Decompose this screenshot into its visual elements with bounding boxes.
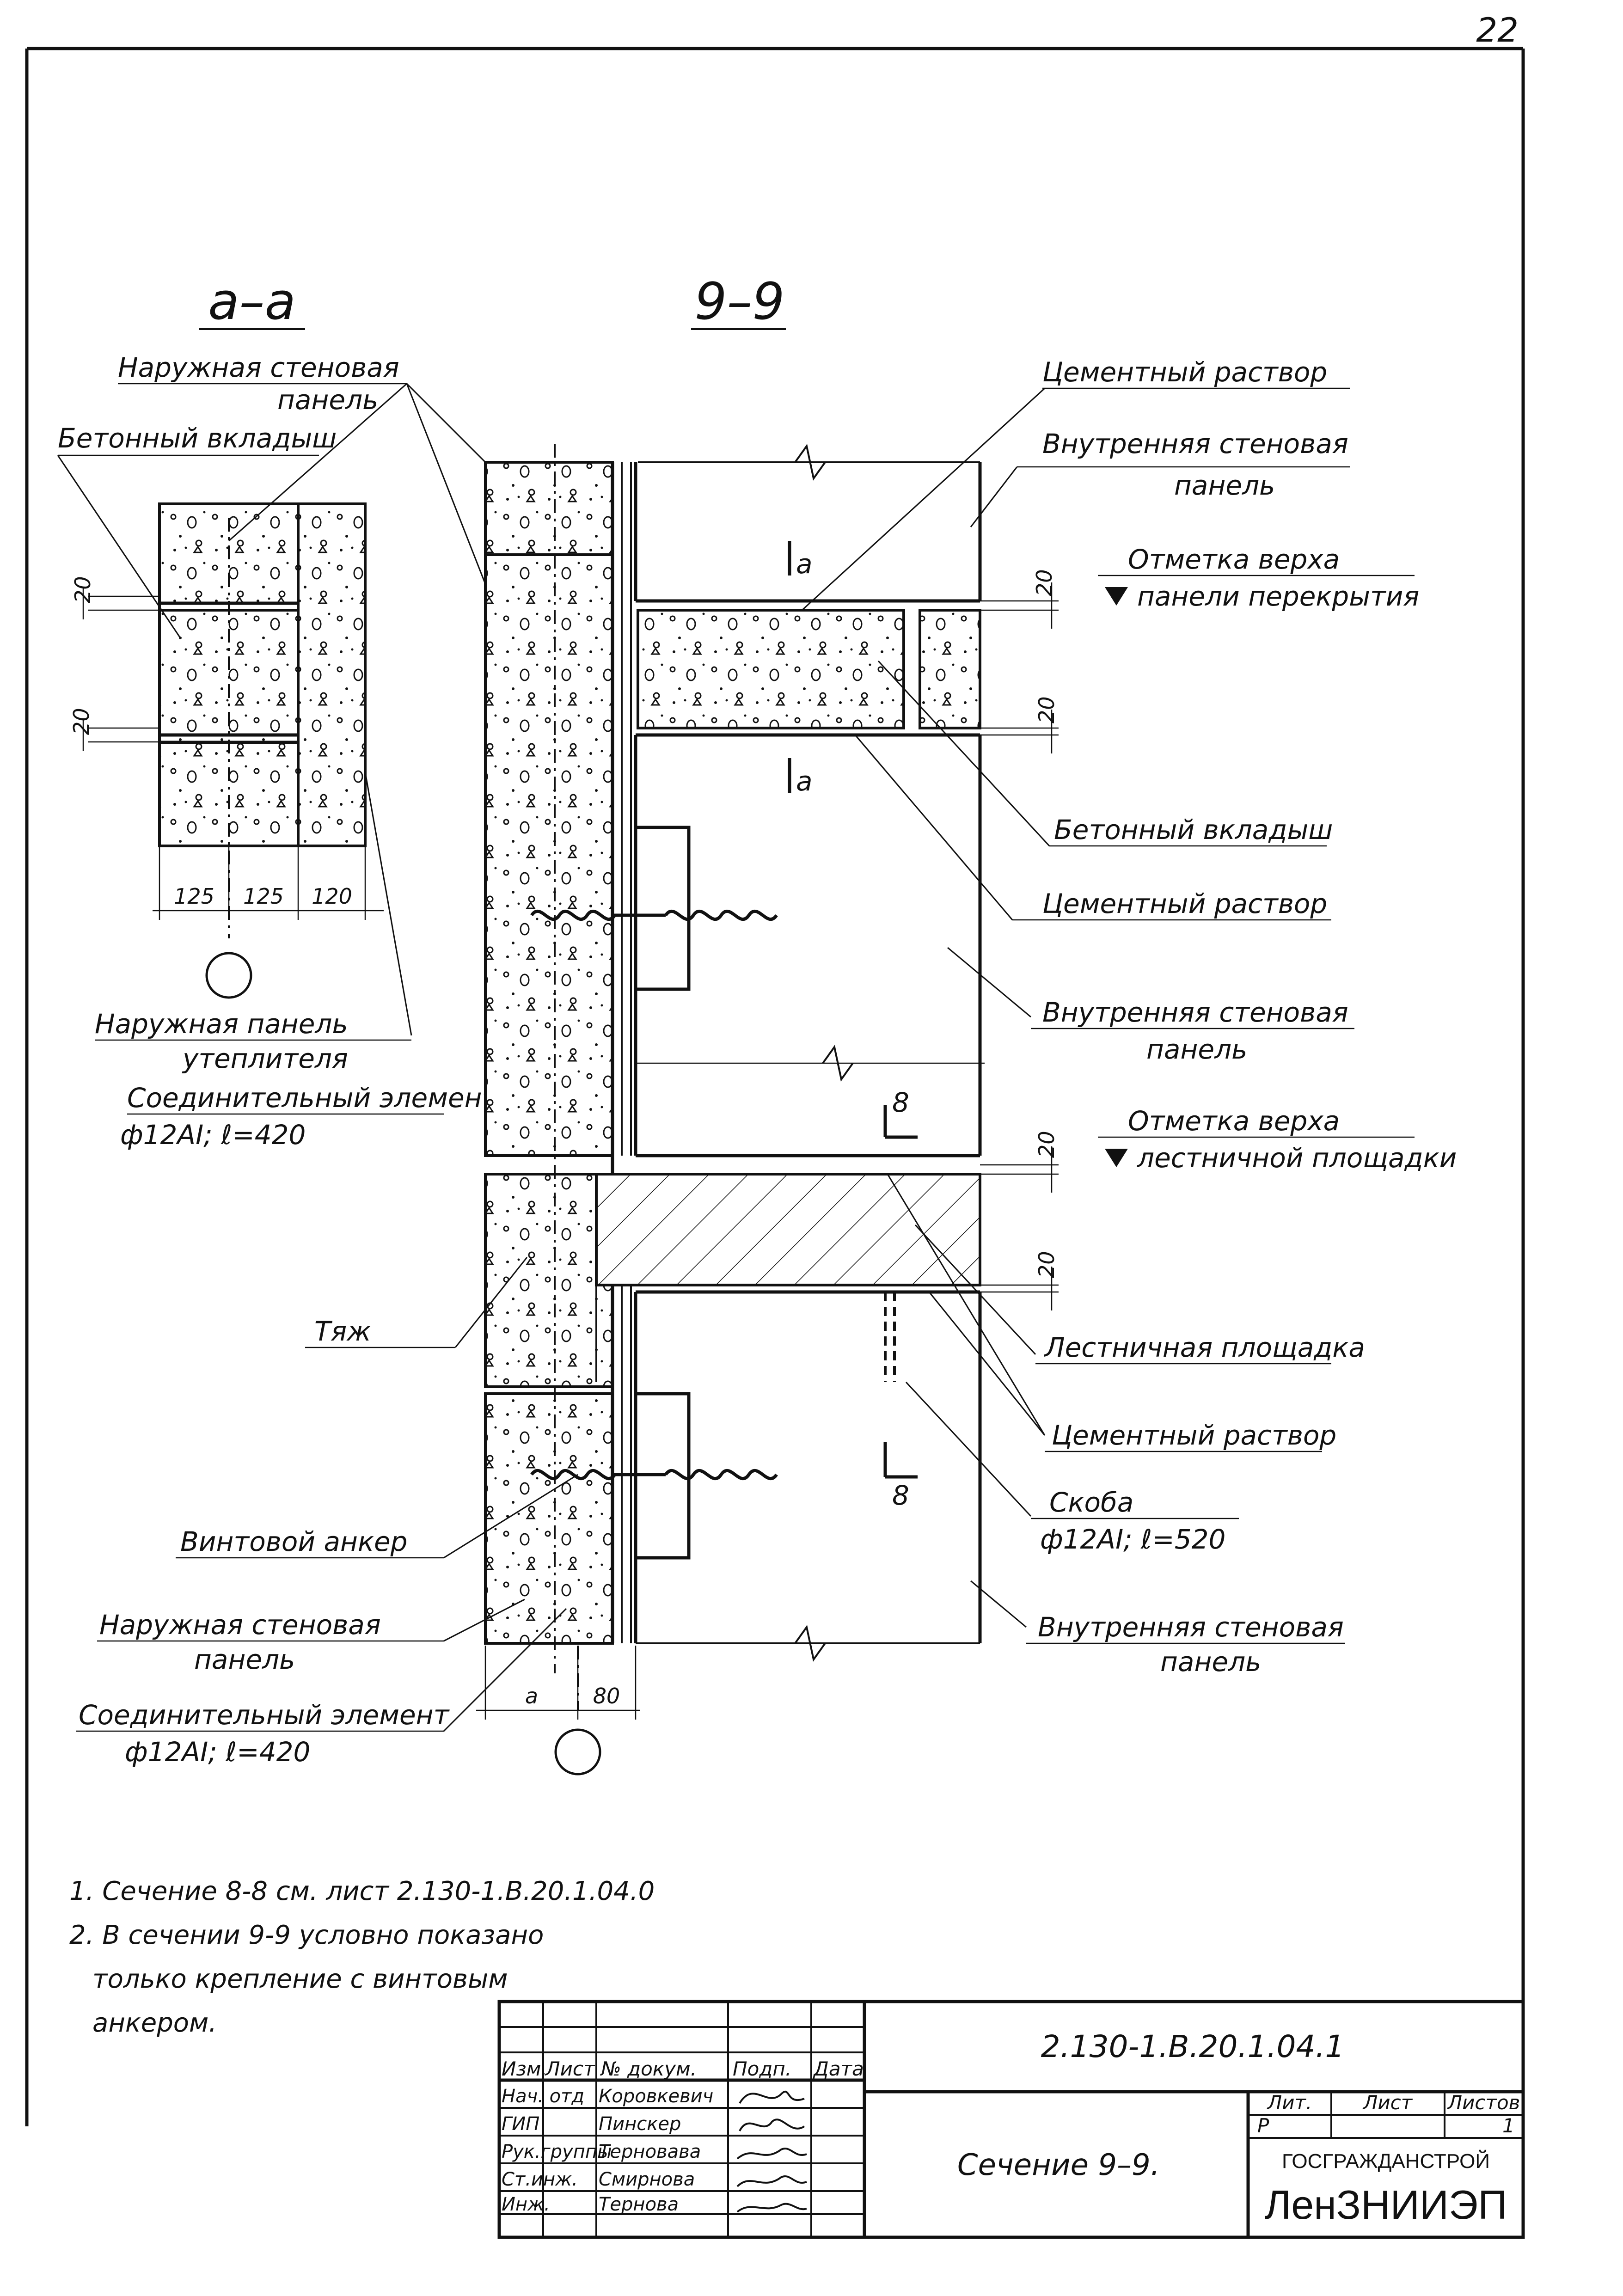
aa-dim-4: 125 (243, 884, 284, 909)
label-landing-mark-2: лестничной площадки (1137, 1142, 1457, 1174)
aa-label-insul-1: Наружная панель (95, 1008, 348, 1040)
aa-label-connector-2: ф12АI; ℓ=420 (120, 1119, 306, 1151)
title-block (497, 2000, 1525, 2239)
label-mortar-low: Цементный раствор (1052, 1420, 1336, 1451)
label-screw-anchor: Винтовой анкер (180, 1526, 407, 1557)
label-mortar-mid: Цементный раствор (1042, 888, 1327, 919)
label-inner-panel-top-1: Внутренняя стеновая (1042, 428, 1348, 459)
tb-header-sign: Подп. (733, 2057, 791, 2080)
tb-org-line1: ГОСГРАЖДАНСТРОЙ (1282, 2149, 1490, 2173)
label-insert-99: Бетонный вкладыш (1054, 814, 1333, 845)
label-connector-99-2: ф12АI; ℓ=420 (125, 1736, 310, 1768)
dim-99-a: a (525, 1684, 538, 1708)
tb-sheets-header: Листов (1447, 2091, 1520, 2114)
tb-header-list: Лист (545, 2057, 595, 2080)
dim-99-1: 20 (1032, 569, 1057, 596)
dim-99-2: 20 (1034, 696, 1059, 723)
tb-lit-value: Р (1257, 2114, 1269, 2137)
label-bracket-1: Скоба (1049, 1487, 1133, 1518)
cut-a-top: а (796, 548, 813, 580)
label-inner-panel-bot-2: панель (1160, 1646, 1261, 1678)
aa-dim-3: 125 (174, 884, 214, 909)
section-aa-drawing: а–а (57, 272, 528, 1036)
label-bracket-2: ф12АI; ℓ=520 (1040, 1524, 1225, 1555)
tb-lit-header: Лит. (1267, 2091, 1312, 2114)
label-outer-panel-99-2: панель (194, 1644, 295, 1675)
cut-8-top: 8 (892, 1087, 909, 1118)
aa-label-outer-panel-2: панель (277, 384, 378, 416)
tb-role-3: Рук.группы (502, 2141, 612, 2162)
tb-name-2: Пинскер (599, 2113, 681, 2135)
label-inner-panel-mid-1: Внутренняя стеновая (1042, 997, 1348, 1028)
label-landing: Лестничная площадка (1044, 1332, 1365, 1363)
label-tie: Тяж (314, 1316, 371, 1347)
label-outer-panel-99-1: Наружная стеновая (99, 1609, 381, 1641)
aa-dim-5: 120 (312, 884, 352, 909)
tb-role-2: ГИП (502, 2113, 539, 2135)
tb-org-line2: ЛенЗНИИЭП (1265, 2182, 1507, 2228)
cut-a-bottom: а (796, 765, 813, 797)
tb-sheet-header: Лист (1362, 2091, 1413, 2114)
note-3: только крепление с винтовым (92, 1964, 508, 1994)
label-slab-mark-1: Отметка верха (1128, 544, 1340, 575)
label-inner-panel-top-2: панель (1174, 470, 1275, 501)
label-mortar-top: Цементный раствор (1042, 356, 1327, 388)
tb-name-1: Коровкевич (599, 2086, 713, 2107)
signatures (736, 2090, 807, 2213)
section-99-title: 9–9 (695, 272, 785, 331)
tb-header-doc: № докум. (600, 2057, 697, 2080)
section-99-drawing (443, 387, 1415, 1776)
tb-name-4: Смирнова (599, 2169, 695, 2190)
aa-dim-1: 20 (70, 576, 95, 603)
tb-header-izm: Изм. (502, 2057, 547, 2080)
note-1: 1. Сечение 8-8 см. лист 2.130-1.В.20.1.0… (69, 1876, 655, 1906)
aa-dim-2: 20 (69, 708, 94, 735)
aa-label-insul-2: утеплителя (182, 1043, 348, 1074)
label-connector-99-1: Соединительный элемент (79, 1699, 450, 1731)
tb-sheets-value: 1 (1502, 2114, 1515, 2137)
aa-label-insert: Бетонный вкладыш (58, 422, 337, 454)
label-inner-panel-bot-1: Внутренняя стеновая (1038, 1611, 1344, 1643)
page-frame (25, 47, 1525, 2126)
label-inner-panel-mid-2: панель (1146, 1034, 1247, 1065)
dim-99-3: 20 (1034, 1131, 1059, 1158)
aa-label-connector-1: Соединительный элемент (127, 1082, 499, 1114)
aa-label-outer-panel-1: Наружная стеновая (118, 352, 399, 383)
tb-role-1: Нач. отд (502, 2086, 584, 2107)
cut-8-bottom: 8 (892, 1480, 909, 1511)
dim-99-4: 20 (1034, 1251, 1059, 1278)
label-slab-mark-2: панели перекрытия (1137, 581, 1419, 612)
section-aa-title: а–а (208, 272, 296, 331)
tb-header-date: Дата (813, 2057, 864, 2080)
label-landing-mark-1: Отметка верха (1128, 1105, 1340, 1137)
tb-doc-code: 2.130-1.В.20.1.04.1 (1041, 2029, 1345, 2064)
dim-99-80: 80 (593, 1684, 620, 1708)
page-number: 22 (1476, 11, 1519, 49)
tb-role-5: Инж. (502, 2194, 550, 2215)
note-4: анкером. (92, 2008, 217, 2038)
note-2: 2. В сечении 9-9 условно показано (69, 1920, 544, 1950)
tb-name-3: Тернова­ва (599, 2141, 701, 2162)
tb-sheet-title: Сечение 9–9. (957, 2148, 1160, 2182)
tb-name-5: Тернова (599, 2194, 679, 2215)
tb-role-4: Ст.инж. (502, 2169, 578, 2190)
